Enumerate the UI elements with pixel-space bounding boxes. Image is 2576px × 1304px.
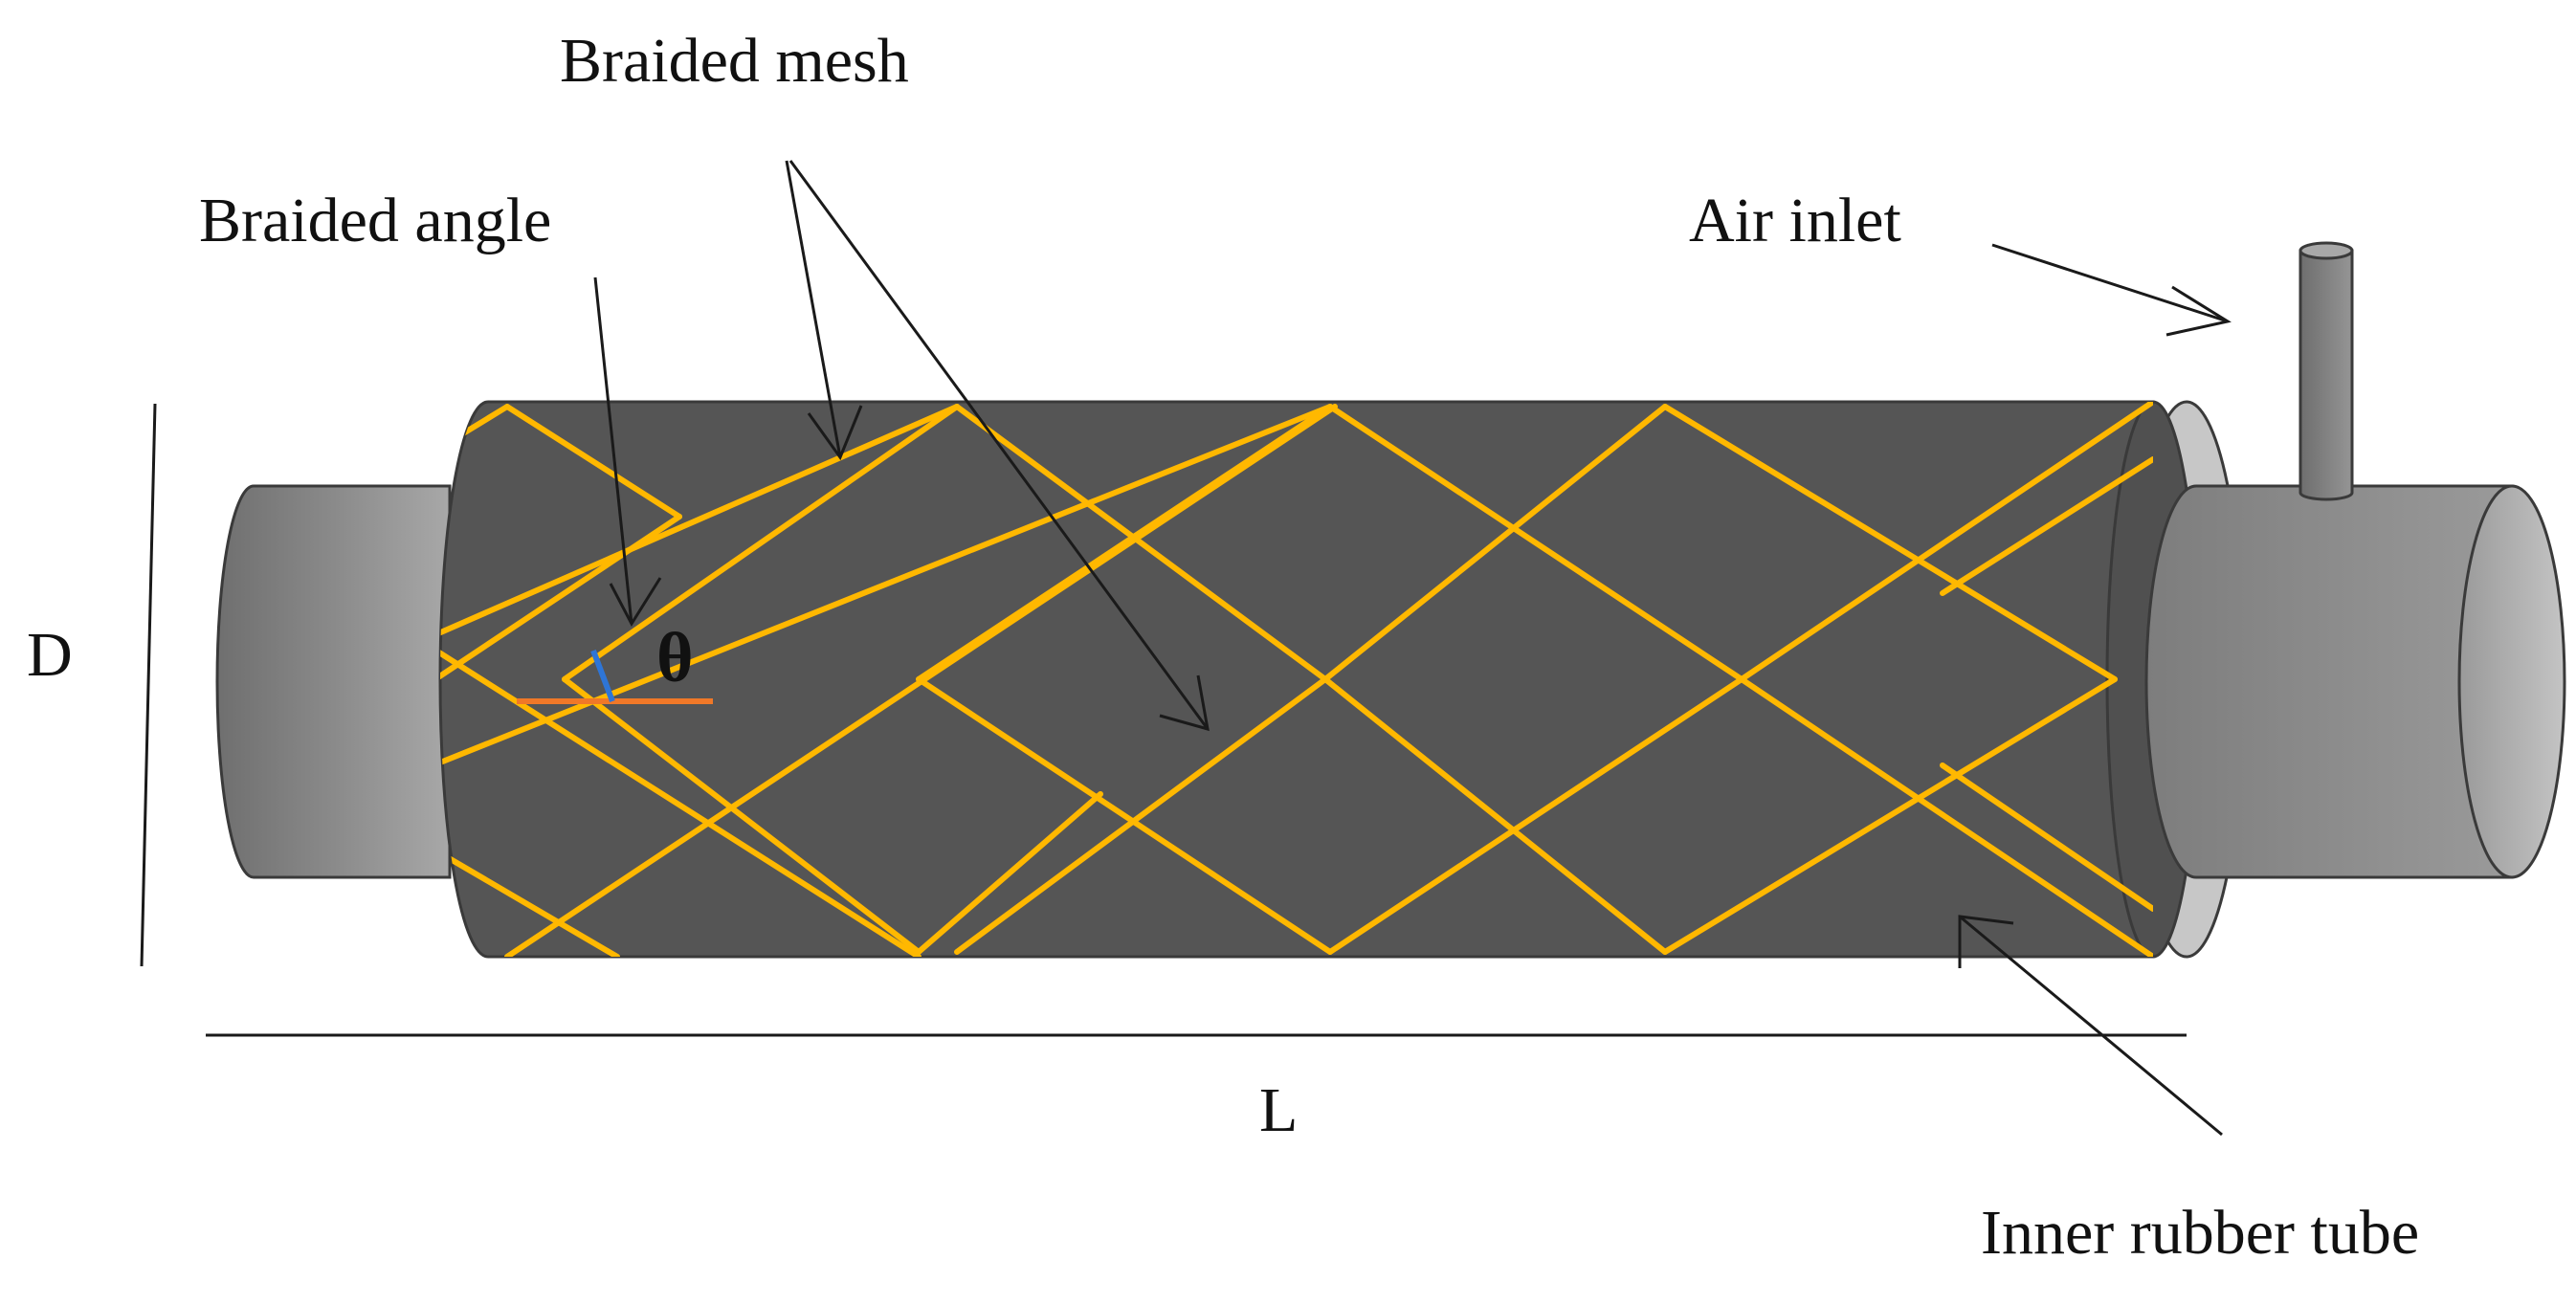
right-end-cap xyxy=(2144,484,2566,879)
air-inlet-pipe xyxy=(2298,241,2354,501)
leader-arrows xyxy=(593,160,2232,1137)
theta-symbol: θ xyxy=(656,619,694,697)
braided-tube-body xyxy=(438,400,2201,959)
braided-angle-label: Braided angle xyxy=(199,186,551,255)
braided-mesh xyxy=(440,402,2153,957)
diameter-label: D xyxy=(27,620,73,690)
diameter-dimension-line xyxy=(140,403,157,967)
inner-rubber-tube-label: Inner rubber tube xyxy=(1981,1198,2419,1268)
braided-mesh-label: Braided mesh xyxy=(560,26,909,96)
air-inlet-label: Air inlet xyxy=(1689,186,1901,255)
braided-angle-marker xyxy=(517,649,713,704)
angle-arc xyxy=(590,649,615,703)
length-label: L xyxy=(1259,1075,1298,1145)
left-end-cap xyxy=(215,484,452,879)
